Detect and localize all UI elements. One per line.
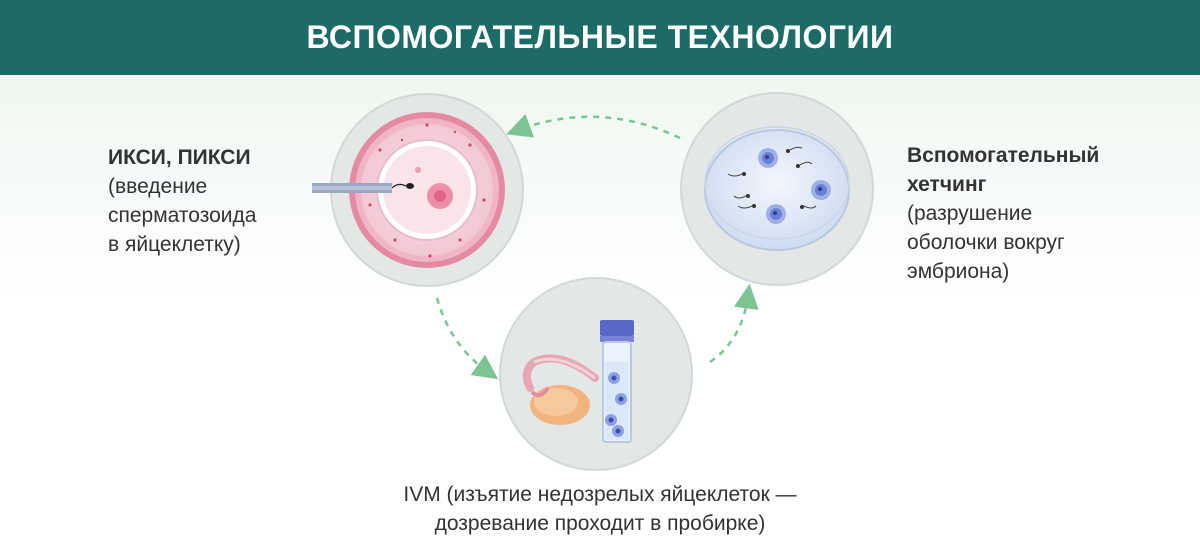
icsi-desc-line-2: сперматозоида: [108, 204, 257, 227]
arrow-icsi-to-ivm: [435, 297, 499, 380]
cycle-arrows: [435, 113, 759, 380]
hatching-name-line-2: хетчинг: [907, 173, 987, 196]
hatching-desc-line-3: эмбриона): [907, 260, 1010, 283]
icsi-egg-icon: [312, 93, 524, 287]
ivm-name: IVM: [403, 483, 441, 506]
arrow-hatching-to-icsi: [506, 113, 681, 140]
ivm-line-1: IVM (изъятие недозрелых яйцеклеток —: [403, 483, 796, 506]
icsi-label: ИКСИ, ПИКСИ (введение сперматозоида в яй…: [108, 143, 368, 259]
hatching-desc-line-2: оболочки вокруг: [907, 231, 1065, 254]
arrow-ivm-to-hatching: [709, 283, 759, 364]
ovary-test-tube-icon: [499, 277, 693, 471]
icsi-name: ИКСИ, ПИКСИ: [108, 146, 251, 169]
page-title: ВСПОМОГАТЕЛЬНЫЕ ТЕХНОЛОГИИ: [306, 19, 894, 55]
ivm-desc-line-2: дозревание проходит в пробирке): [434, 512, 766, 535]
hatching-desc-line-1: (разрушение: [907, 202, 1033, 225]
hatching-name-line-1: Вспомогательный: [907, 144, 1100, 167]
petri-dish-icon: [680, 92, 874, 286]
ivm-label: IVM (изъятие недозрелых яйцеклеток — доз…: [300, 480, 900, 538]
icsi-desc-line-3: в яйцеклетку): [108, 233, 241, 256]
header-banner: ВСПОМОГАТЕЛЬНЫЕ ТЕХНОЛОГИИ: [0, 0, 1200, 75]
icsi-desc-line-1: (введение: [108, 175, 208, 198]
hatching-label: Вспомогательный хетчинг (разрушение обол…: [907, 141, 1167, 286]
ivm-desc-line-1: (изъятие недозрелых яйцеклеток —: [440, 483, 797, 506]
